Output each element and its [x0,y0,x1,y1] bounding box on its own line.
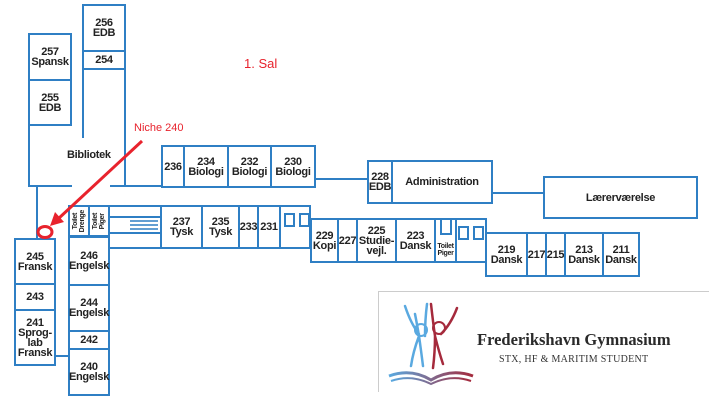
room-subject: Engelsk [68,260,110,272]
room-subject: Sprog- [18,326,52,339]
room-subject-3: Fransk [17,346,53,359]
room-255[interactable]: 255 EDB [28,79,72,126]
stairs-icon [130,220,158,230]
room-number: 227 [338,234,357,247]
room-subject: Dansk [568,253,600,266]
connector-biologi-admin [315,178,370,180]
corridor-wall-left [36,186,38,238]
room-number: 235 [211,216,230,228]
library-wall-right [124,4,126,186]
room-244[interactable]: 244 Engelsk [68,284,110,332]
niche-marker-circle [36,225,54,239]
room-number: 223 [406,229,425,242]
room-administration[interactable]: Administration [391,160,493,204]
room-number: 211 [612,243,630,256]
room-subject: EDB [92,27,116,39]
room-number: 232 [240,155,259,168]
room-subject-2: vejl. [366,244,387,257]
room-subject: Fransk [17,260,53,273]
utility-closet-3 [458,226,469,240]
school-logo-box: Frederikshavn Gymnasium STX, HF & MARITI… [378,291,709,392]
room-number: 244 [80,297,98,309]
room-254[interactable]: 254 [82,50,126,70]
room-234[interactable]: 234 Biologi [183,145,229,188]
room-number: 213 [575,243,593,256]
room-subject: Spansk [31,56,69,68]
room-219[interactable]: 219 Dansk [485,232,528,277]
room-subject: Engelsk [68,307,110,319]
niche-arrow-head [50,212,64,226]
library-label[interactable]: Bibliotek [67,149,111,161]
connector-west-wing [54,355,70,357]
room-228[interactable]: 228 EDB [367,160,393,204]
room-subject: EDB [38,101,62,114]
stairs[interactable] [108,216,162,234]
room-257[interactable]: 257 Spansk [28,33,72,81]
room-number: 255 [41,91,59,104]
room-subject: Dansk [605,253,637,266]
utility-closet-4 [473,226,484,240]
room-number: 243 [26,291,44,303]
library-wall-bottom-left [28,185,72,187]
toilet-label: Toilet [437,243,454,250]
room-subject: Biologi [275,165,311,178]
room-number: 256 [95,17,113,29]
room-number: 233 [239,221,258,233]
connector-admin-teachers [492,192,544,194]
room-subject: Tysk [169,226,194,238]
room-number: 257 [41,46,59,58]
room-subject: Dansk [399,239,432,252]
room-number: 254 [95,54,113,66]
room-number: 237 [172,216,191,228]
niche-arrow-line [56,139,144,221]
room-number: 234 [197,155,215,168]
room-subject: Lærerværelse [585,191,656,204]
school-logo-icon [388,302,474,386]
school-name: Frederikshavn Gymnasium [477,330,671,349]
room-211[interactable]: 211 Dansk [602,232,640,277]
toilet-label: Piger [437,250,454,257]
room-number: 231 [260,221,278,233]
room-subject: Administration [405,176,479,188]
room-230[interactable]: 230 Biologi [270,145,316,188]
room-240[interactable]: 240 Engelsk [68,348,110,396]
library-inner-wall [82,68,84,138]
utility-closet-2 [299,213,310,227]
room-number: 245 [26,250,44,263]
room-subject: Engelsk [68,371,110,383]
room-number: 246 [80,250,98,262]
room-number: 240 [80,361,98,373]
room-subject: Biologi [231,165,268,178]
room-subject: Tysk [208,226,233,238]
room-215[interactable]: 215 [545,232,566,277]
room-241[interactable]: 241 Sprog- lab Fransk [14,309,56,366]
floor-label: 1. Sal [244,56,278,71]
room-subject: Kopi [312,239,337,252]
school-subtitle: STX, HF & MARITIM STUDENT [499,354,649,365]
room-laerervaerelse[interactable]: Lærerværelse [543,176,698,219]
room-number: 242 [80,334,98,346]
niche-label: Niche 240 [134,122,184,134]
room-subject-2: lab [27,336,43,349]
room-number: 219 [497,243,516,256]
room-number: 230 [284,155,302,168]
room-subject: Dansk [490,253,523,266]
room-232[interactable]: 232 Biologi [227,145,272,188]
room-number: 215 [546,248,565,261]
room-number: 225 [367,224,386,237]
room-number: 217 [527,248,546,261]
toilet-stall [440,218,452,235]
room-subject: Studie- [358,234,395,247]
library-wall-bottom-right [110,185,165,187]
room-number: 241 [26,316,44,329]
room-number: 236 [164,160,182,173]
room-subject: Biologi [188,165,224,178]
utility-closet-1 [284,213,295,227]
room-number: 229 [315,229,334,242]
room-subject: EDB [368,181,392,193]
room-256[interactable]: 256 EDB [82,4,126,52]
room-number: 228 [371,171,389,183]
room-213[interactable]: 213 Dansk [564,232,604,277]
room-231[interactable]: 231 [257,205,281,249]
